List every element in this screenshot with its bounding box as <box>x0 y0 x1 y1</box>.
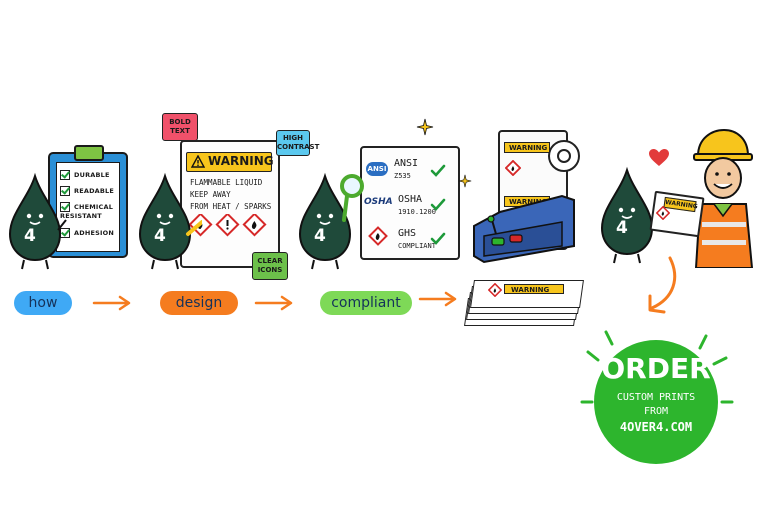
standard-detail: COMPLIANT <box>398 242 436 250</box>
checklist-item: DURABLE <box>60 170 110 180</box>
flame-pictogram-icon <box>488 283 502 297</box>
sign-body-line: KEEP AWAY <box>190 190 231 199</box>
safety-worker-icon <box>693 128 754 268</box>
arrow-right-icon <box>254 295 293 311</box>
mascot-drop-icon <box>298 172 364 270</box>
exclamation-pictogram-icon <box>215 214 240 237</box>
step-label-compliant: compliant <box>320 291 412 315</box>
ghs-pictogram-icon <box>368 226 388 246</box>
flame-pictogram-icon <box>242 214 267 237</box>
curved-arrow-down-icon <box>648 256 677 314</box>
order-line: FROM <box>643 406 669 417</box>
checkmark-icon <box>60 170 70 180</box>
clear-icons-note: CLEAR ICONS <box>252 252 288 280</box>
warning-banner: WARNING <box>186 152 274 172</box>
checklist-clipboard <box>48 145 128 258</box>
mascot-number: 4 <box>616 218 628 238</box>
standard-detail: 1910.1200 <box>398 208 436 216</box>
burst-lines-icon <box>580 330 734 404</box>
magnifier-icon <box>340 174 364 198</box>
sparkle-icon <box>458 174 472 188</box>
bold-text-note: BOLD TEXT <box>162 113 198 141</box>
flame-pictogram-icon <box>505 160 521 176</box>
mascot-drop-icon <box>138 172 202 270</box>
sign-body-line: FLAMMABLE LIQUID <box>190 178 263 187</box>
mascot-drop-icon <box>600 166 654 264</box>
mascot-number: 4 <box>24 226 36 246</box>
checkmark-icon <box>60 202 70 212</box>
checkmark-icon <box>430 198 446 211</box>
order-line: CUSTOM PRINTS <box>616 392 696 403</box>
standard-name: OSHA <box>398 194 423 205</box>
mascot-drop-icon <box>8 172 67 270</box>
order-badge[interactable]: ORDER CUSTOM PRINTS FROM 4OVER4.COM <box>594 340 718 464</box>
mascot-number: 4 <box>154 226 166 246</box>
arrow-right-icon <box>92 295 131 311</box>
checkmark-icon <box>60 186 70 196</box>
sparkle-icon <box>416 118 434 136</box>
checkmark-icon <box>430 232 446 245</box>
standard-name: ANSI <box>394 158 419 169</box>
high-contrast-note: HIGH CONTRAST <box>276 130 319 156</box>
checkmark-icon <box>430 164 446 177</box>
checklist-item: CHEMICAL RESISTANT <box>60 202 114 220</box>
step-label-how: how <box>14 291 72 315</box>
heart-icon <box>649 149 669 166</box>
osha-badge-icon: OSHA <box>364 197 393 207</box>
order-title: ORDER <box>601 352 711 385</box>
warning-triangle-icon <box>191 155 205 168</box>
clipboard-clip <box>74 145 104 161</box>
checklist-item: READABLE <box>60 186 114 196</box>
standard-name: GHS <box>398 228 417 239</box>
flame-pictogram-icon <box>656 206 670 220</box>
ansi-badge-icon: ANSI <box>366 162 388 176</box>
warning-title: WARNING <box>208 154 274 168</box>
order-url[interactable]: 4OVER4.COM <box>619 420 693 434</box>
roll-core-hole <box>557 149 571 163</box>
stack-label: WARNING <box>504 284 564 294</box>
roll-label: WARNING <box>504 142 550 153</box>
arrow-right-icon <box>418 291 457 307</box>
step-label-design: design <box>160 291 238 315</box>
mascot-number: 4 <box>314 226 326 246</box>
printer-machine-icon <box>473 194 575 264</box>
standard-detail: Z535 <box>394 172 411 180</box>
sign-body-line: FROM HEAT / SPARKS <box>190 202 272 211</box>
